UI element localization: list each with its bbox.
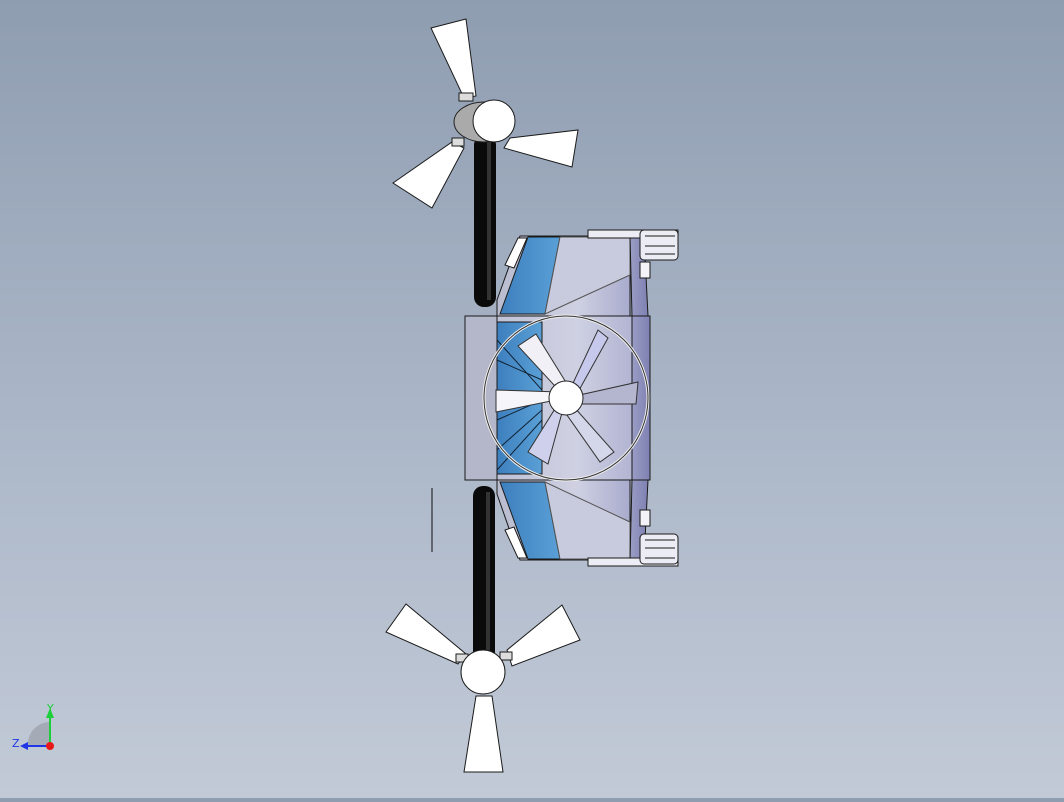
- lower-rotor-blade-3: [463, 695, 504, 773]
- lower-rotor-blade-1: [385, 603, 467, 665]
- lower-rotor-hub: [460, 649, 506, 695]
- fan-hub: [548, 380, 584, 416]
- lower-rotor[interactable]: [385, 603, 581, 773]
- wheel-lower[interactable]: [587, 509, 679, 567]
- upper-rotor-blade-2: [503, 129, 579, 168]
- y-axis-label: Y: [46, 702, 54, 715]
- z-axis-label: Z: [12, 737, 20, 750]
- x-axis: [46, 742, 54, 750]
- wheel-upper[interactable]: [587, 229, 679, 279]
- rotor-arm-lower[interactable]: [473, 486, 495, 666]
- upper-rotor-blade-3: [392, 141, 465, 209]
- lower-rotor-blade-2: [506, 604, 581, 667]
- upper-rotor[interactable]: [392, 18, 579, 209]
- rotor-arm-upper[interactable]: [474, 135, 496, 307]
- upper-rotor-blade-1: [430, 18, 477, 99]
- coordinate-triad: Y Z: [12, 702, 54, 750]
- central-fan[interactable]: [482, 314, 650, 482]
